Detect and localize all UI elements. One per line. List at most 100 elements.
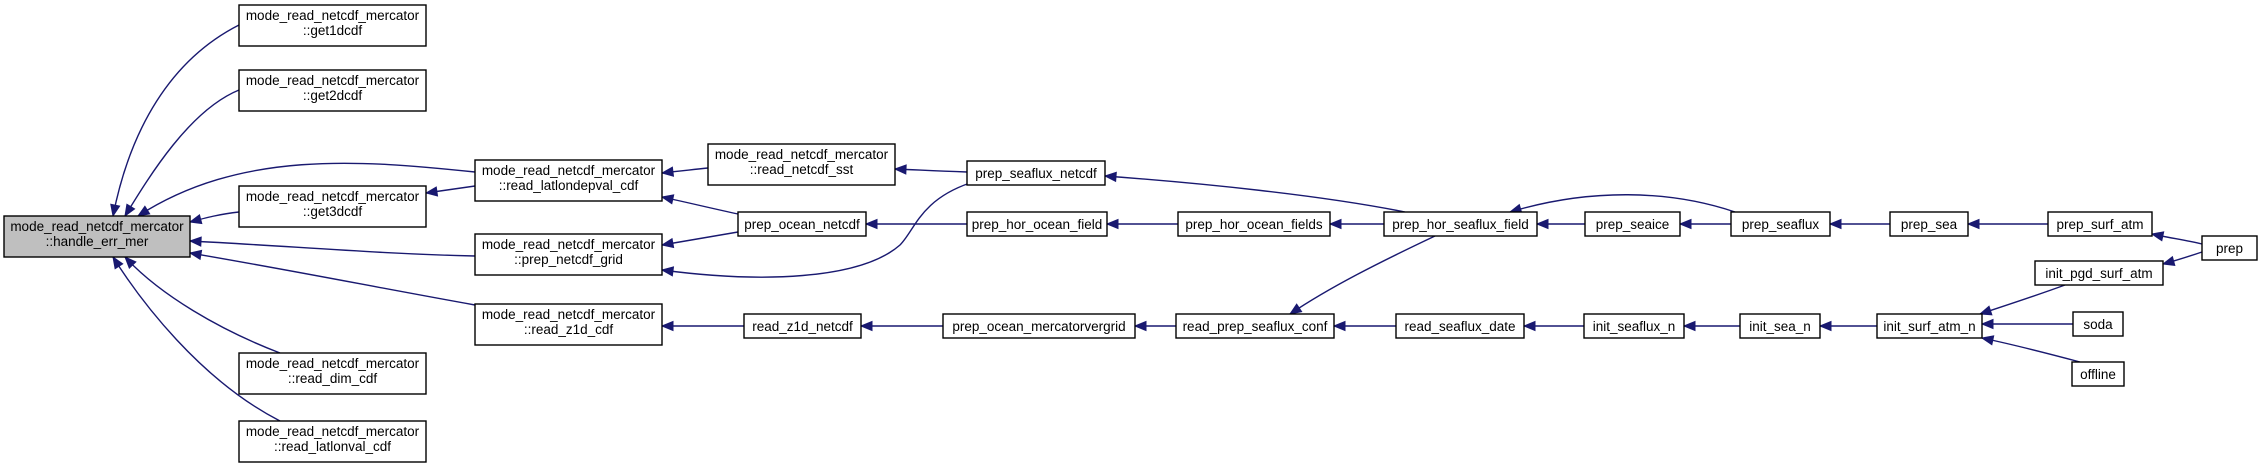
node-prep-surf-atm[interactable]: prep_surf_atm (2047, 211, 2153, 237)
arrowhead-icon (1980, 335, 1995, 346)
node-box[interactable] (1584, 211, 1681, 237)
node-label: prep_ocean_netcdf (744, 217, 860, 232)
node-box[interactable] (2072, 311, 2124, 337)
node-box[interactable] (1583, 313, 1685, 339)
arrowhead-icon (1682, 320, 1696, 332)
node-box[interactable] (238, 69, 427, 112)
node-read-z1d-netcdf[interactable]: read_z1d_netcdf (743, 313, 862, 339)
edge-read_latlonval_cdf-to-root (112, 255, 281, 422)
node-box[interactable] (942, 313, 1136, 339)
node-offline[interactable]: offline (2071, 361, 2125, 387)
node-layer: mode_read_netcdf_mercator::handle_err_me… (3, 4, 2258, 463)
node-read-latlondepval-cdf[interactable]: mode_read_netcdf_mercator::read_latlonde… (474, 159, 663, 202)
node-box[interactable] (1739, 313, 1821, 339)
node-box[interactable] (1876, 313, 1983, 339)
node-prep-ocean-mercatorvergrid[interactable]: prep_ocean_mercatorvergrid (942, 313, 1136, 339)
node-prep-hor-seaflux-field[interactable]: prep_hor_seaflux_field (1383, 211, 1538, 237)
node-label: mode_read_netcdf_mercator (246, 8, 420, 23)
node-prep-seaice[interactable]: prep_seaice (1584, 211, 1681, 237)
node-box[interactable] (1889, 211, 1969, 237)
edge-line (661, 182, 971, 278)
node-label: read_z1d_netcdf (752, 319, 853, 334)
node-prep[interactable]: prep (2201, 235, 2258, 261)
node-box[interactable] (238, 352, 427, 395)
edge-layer (110, 24, 2203, 422)
node-box[interactable] (966, 211, 1108, 237)
node-label: ::get1dcdf (303, 23, 363, 38)
node-box[interactable] (2201, 235, 2258, 261)
edge-read_dim_cdf-to-root (124, 256, 281, 354)
node-prep-hor-ocean-fields[interactable]: prep_hor_ocean_fields (1177, 211, 1331, 237)
node-box[interactable] (1177, 211, 1331, 237)
node-init-surf-atm-n[interactable]: init_surf_atm_n (1876, 313, 1983, 339)
node-read-dim-cdf[interactable]: mode_read_netcdf_mercator::read_dim_cdf (238, 352, 427, 395)
node-prep-seaflux[interactable]: prep_seaflux (1730, 211, 1831, 237)
node-box[interactable] (966, 160, 1106, 186)
edge-prep_hor_seaflux_field-to-prep_seaflux_netcdf (1103, 171, 1406, 213)
node-box[interactable] (743, 313, 862, 339)
node-init-pgd-surf-atm[interactable]: init_pgd_surf_atm (2034, 260, 2164, 286)
arrowhead-icon (660, 194, 675, 205)
node-get2dcdf[interactable]: mode_read_netcdf_mercator::get2dcdf (238, 69, 427, 112)
edge-line (1509, 194, 1736, 213)
arrowhead-icon (660, 320, 674, 332)
node-read-z1d-cdf[interactable]: mode_read_netcdf_mercator::read_z1d_cdf (474, 303, 663, 346)
edge-prep_seaice-to-prep_hor_seaflux_field (1535, 218, 1585, 230)
arrowhead-icon (660, 237, 675, 249)
node-box[interactable] (474, 233, 663, 276)
node-box[interactable] (1175, 313, 1335, 339)
node-box[interactable] (2047, 211, 2153, 237)
node-box[interactable] (1730, 211, 1831, 237)
node-box[interactable] (737, 211, 867, 237)
arrowhead-icon (124, 256, 137, 269)
edge-prep_hor_ocean_fields-to-prep_hor_ocean_field (1105, 218, 1178, 230)
node-label: prep_seaice (1596, 217, 1670, 232)
node-box[interactable] (2034, 260, 2164, 286)
node-box[interactable] (238, 4, 427, 47)
node-read-prep-seaflux-conf[interactable]: read_prep_seaflux_conf (1175, 313, 1335, 339)
node-read-netcdf-sst[interactable]: mode_read_netcdf_mercator::read_netcdf_s… (707, 143, 896, 186)
edge-line (137, 162, 476, 217)
arrowhead-icon (188, 249, 203, 261)
node-prep-seaflux-netcdf[interactable]: prep_seaflux_netcdf (966, 160, 1106, 186)
node-box[interactable] (3, 215, 191, 258)
node-label: init_pgd_surf_atm (2045, 266, 2152, 281)
edge-line (124, 256, 281, 354)
node-prep-hor-ocean-field[interactable]: prep_hor_ocean_field (966, 211, 1108, 237)
node-read-latlonval-cdf[interactable]: mode_read_netcdf_mercator::read_latlonva… (238, 420, 427, 463)
node-box[interactable] (474, 159, 663, 202)
arrowhead-icon (1980, 318, 1994, 330)
arrowhead-icon (1133, 320, 1147, 332)
node-box[interactable] (1395, 313, 1525, 339)
edge-line (112, 256, 281, 422)
node-box[interactable] (238, 420, 427, 463)
node-box[interactable] (2071, 361, 2125, 387)
arrowhead-icon (1966, 218, 1980, 230)
node-init-seaflux-n[interactable]: init_seaflux_n (1583, 313, 1685, 339)
node-init-sea-n[interactable]: init_sea_n (1739, 313, 1821, 339)
edge-prep_ocean_netcdf-to-prep_netcdf_grid (660, 231, 739, 249)
node-box[interactable] (707, 143, 896, 186)
node-label: ::get3dcdf (303, 204, 363, 219)
arrowhead-icon (660, 166, 675, 177)
node-read-seaflux-date[interactable]: read_seaflux_date (1395, 313, 1525, 339)
node-prep-netcdf-grid[interactable]: mode_read_netcdf_mercator::prep_netcdf_g… (474, 233, 663, 276)
edge-offline-to-init_surf_atm_n (1980, 335, 2081, 363)
node-box[interactable] (238, 185, 427, 228)
node-label: mode_read_netcdf_mercator (246, 189, 420, 204)
node-box[interactable] (474, 303, 663, 346)
node-label: mode_read_netcdf_mercator (715, 147, 889, 162)
arrowhead-icon (188, 236, 202, 247)
node-get1dcdf[interactable]: mode_read_netcdf_mercator::get1dcdf (238, 4, 427, 47)
edge-prep_sea-to-prep_seaflux (1828, 218, 1890, 230)
node-prep-sea[interactable]: prep_sea (1889, 211, 1969, 237)
node-box[interactable] (1383, 211, 1538, 237)
node-label: mode_read_netcdf_mercator (246, 424, 420, 439)
node-label: ::read_latlondepval_cdf (499, 178, 639, 193)
node-prep-ocean-netcdf[interactable]: prep_ocean_netcdf (737, 211, 867, 237)
node-root[interactable]: mode_read_netcdf_mercator::handle_err_me… (3, 215, 191, 258)
node-get3dcdf[interactable]: mode_read_netcdf_mercator::get3dcdf (238, 185, 427, 228)
node-soda[interactable]: soda (2072, 311, 2124, 337)
node-label: mode_read_netcdf_mercator (482, 237, 656, 252)
node-label: prep_surf_atm (2056, 217, 2143, 232)
